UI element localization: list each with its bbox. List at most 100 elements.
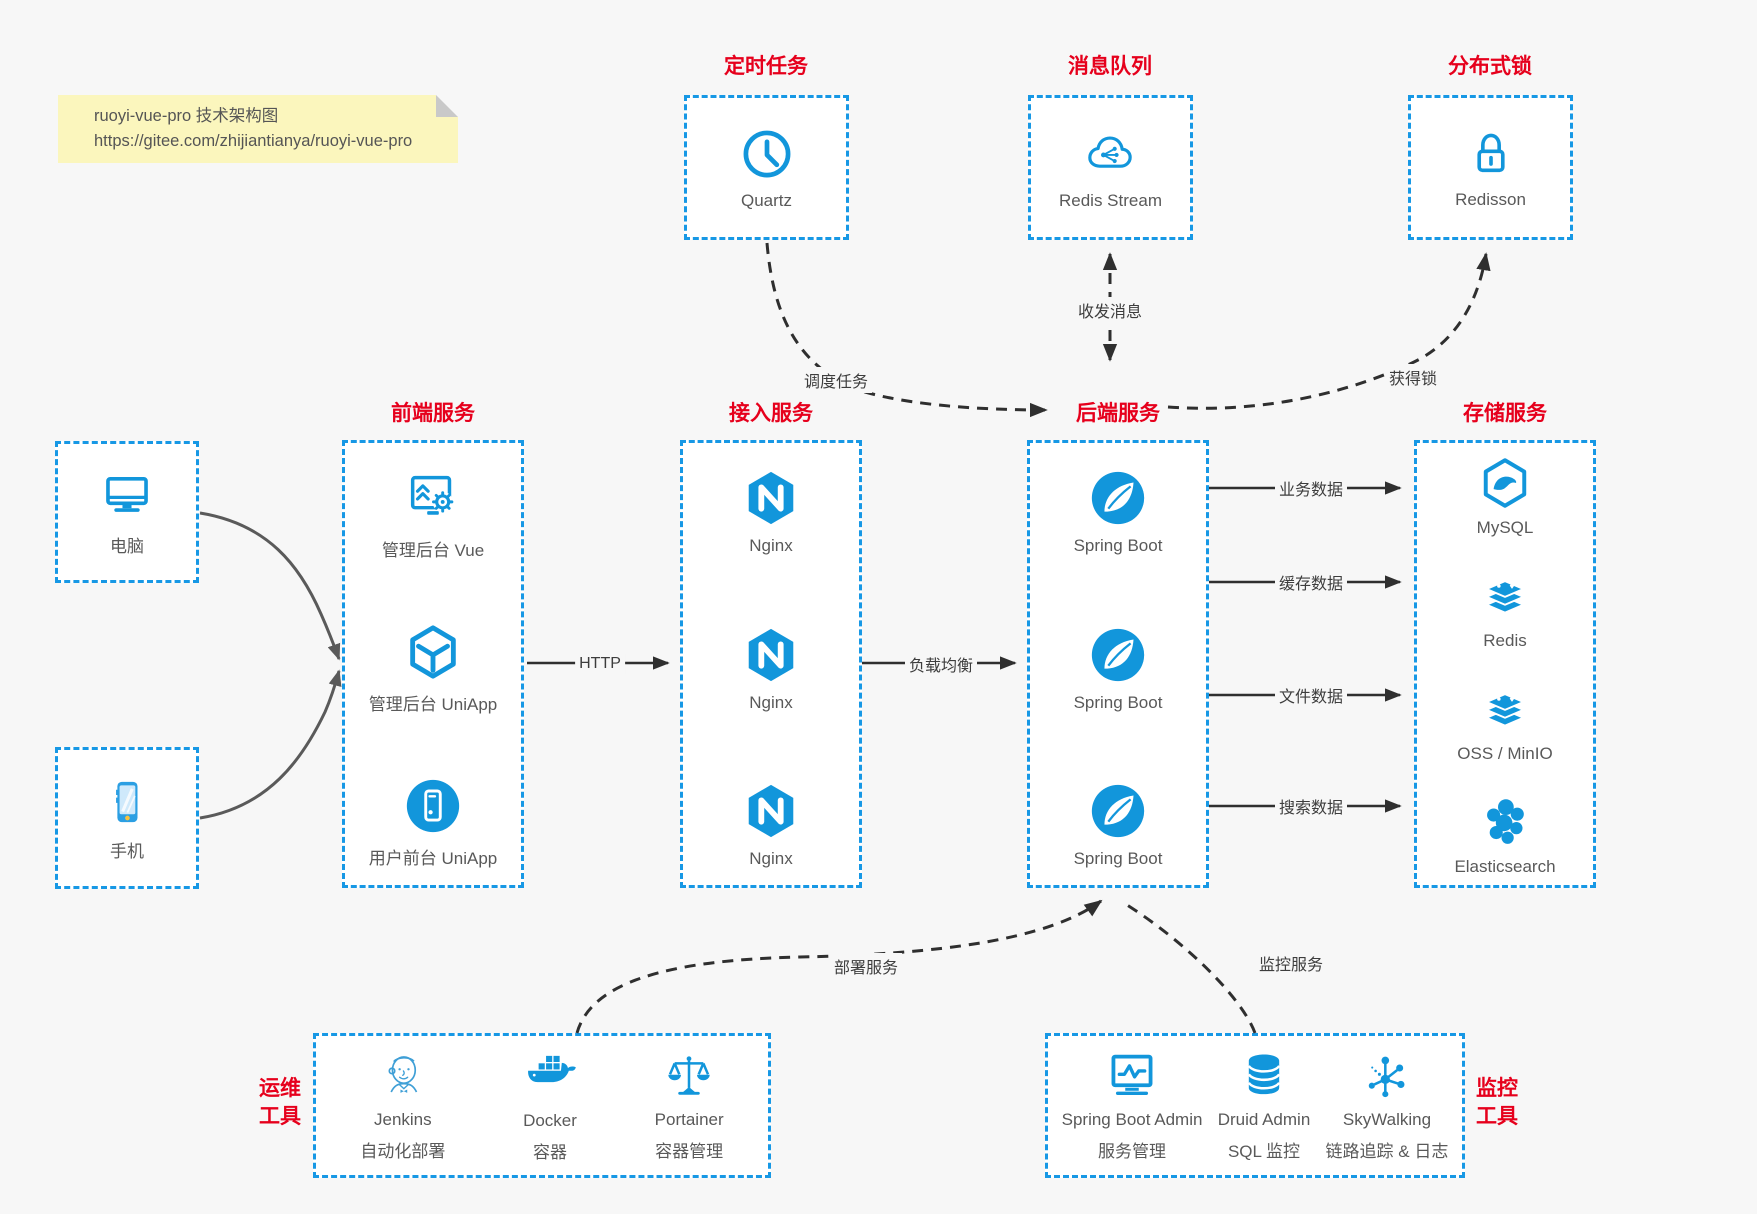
redis-icon (1477, 568, 1533, 624)
edge-label-business-data: 业务数据 (1274, 475, 1348, 501)
lock-icon (1462, 125, 1520, 183)
edge-monitor-service (1123, 901, 1257, 1034)
admin-vue-item: 管理后台 Vue (382, 467, 484, 561)
druid-sublabel: SQL 监控 (1227, 1142, 1301, 1161)
docker-sublabel: 容器 (533, 1143, 567, 1162)
portainer-icon (662, 1049, 716, 1103)
nginx-item-2: Nginx (740, 624, 802, 713)
nginx-label-3: Nginx (749, 849, 793, 868)
quartz-box: Quartz (684, 95, 849, 240)
edge-label-send-receive-message: 收发消息 (1073, 297, 1147, 323)
user-uniapp-item: 用户前台 UniApp (369, 775, 497, 869)
group-title-distributed-lock: 分布式锁 (1448, 55, 1532, 78)
druid-icon (1237, 1049, 1291, 1103)
druid-item: Druid Admin SQL 监控 (1217, 1049, 1311, 1162)
spring-boot-label-2: Spring Boot (1073, 692, 1163, 712)
edge-label-file-data: 文件数据 (1274, 682, 1348, 708)
desktop-client-box: 电脑 (55, 441, 199, 583)
jenkins-label: Jenkins (374, 1110, 432, 1129)
phone-client-label: 手机 (110, 842, 144, 861)
desktop-icon (98, 467, 156, 525)
edge-label-deploy-service: 部署服务 (829, 953, 903, 979)
edge-label-acquire-lock: 获得锁 (1384, 364, 1442, 390)
skywalking-icon (1360, 1049, 1414, 1103)
docker-icon (522, 1048, 578, 1104)
edge-label-cache-data: 缓存数据 (1274, 569, 1348, 595)
portainer-sublabel: 容器管理 (655, 1142, 724, 1161)
edge-label-load-balance: 负载均衡 (904, 651, 978, 677)
redisson-box: Redisson (1408, 95, 1573, 240)
edge-label-monitor-service: 监控服务 (1254, 950, 1328, 976)
edge-label-search-data: 搜索数据 (1274, 793, 1348, 819)
redis-stream-box: Redis Stream (1028, 95, 1193, 240)
nginx-item-3: Nginx (740, 780, 802, 869)
spring-boot-label-1: Spring Boot (1073, 536, 1163, 555)
spring-boot-item-1: Spring Boot (1073, 467, 1163, 556)
redisson-item: Redisson (1455, 125, 1526, 210)
phone-client-box: 手机 (55, 747, 199, 889)
quartz-item: Quartz (737, 124, 797, 211)
spring-boot-admin-label: Spring Boot Admin (1061, 1110, 1203, 1129)
phone-client-item: 手机 (99, 774, 155, 862)
note-url: https://gitee.com/zhijiantianya/ruoyi-vu… (94, 132, 413, 150)
elasticsearch-icon (1477, 794, 1533, 850)
cloud-message-icon (1079, 124, 1141, 184)
user-app-icon (402, 775, 464, 837)
clock-icon (737, 124, 797, 184)
admin-uniapp-label: 管理后台 UniApp (368, 695, 498, 714)
edge-phone-to-frontend (199, 669, 342, 820)
monitor-tools-box: Spring Boot Admin 服务管理 Druid Admin SQL 监… (1045, 1033, 1465, 1178)
gateway-column-box: Nginx Nginx Nginx (680, 440, 862, 888)
nginx-icon (740, 467, 802, 529)
user-uniapp-label: 用户前台 UniApp (368, 849, 498, 868)
nginx-label-1: Nginx (749, 536, 793, 555)
backend-column-box: Spring Boot Spring Boot Spring Boot (1027, 440, 1209, 888)
redis-stream-item: Redis Stream (1059, 124, 1162, 211)
elasticsearch-label: Elasticsearch (1454, 857, 1556, 876)
sticky-note: ruoyi-vue-pro 技术架构图 https://gitee.com/zh… (58, 95, 458, 163)
jenkins-item: Jenkins 自动化部署 (360, 1049, 445, 1162)
group-title-scheduled-task: 定时任务 (724, 55, 808, 78)
oss-minio-item: OSS / MinIO (1457, 681, 1553, 764)
druid-label: Druid Admin (1217, 1110, 1311, 1129)
jenkins-icon (376, 1049, 430, 1103)
uniapp-cube-icon (402, 621, 464, 683)
desktop-client-label: 电脑 (110, 537, 144, 556)
skywalking-item: SkyWalking 链路追踪 & 日志 (1325, 1049, 1449, 1162)
ops-tools-box: Jenkins 自动化部署 Docker 容器 (313, 1033, 771, 1178)
spring-boot-icon (1087, 467, 1149, 529)
jenkins-sublabel: 自动化部署 (360, 1142, 446, 1161)
skywalking-sublabel: 链路追踪 & 日志 (1325, 1142, 1449, 1161)
oss-minio-label: OSS / MinIO (1457, 744, 1553, 763)
spring-boot-item-3: Spring Boot (1073, 780, 1163, 869)
edge-label-http: HTTP (575, 654, 625, 674)
docker-item: Docker 容器 (522, 1048, 578, 1163)
spring-boot-icon (1087, 624, 1149, 686)
spring-boot-admin-sublabel: 服务管理 (1098, 1142, 1167, 1161)
nginx-icon (740, 780, 802, 842)
redisson-label: Redisson (1455, 190, 1526, 209)
spring-boot-icon (1087, 780, 1149, 842)
spring-boot-item-2: Spring Boot (1073, 624, 1163, 713)
frontend-column-box: 管理后台 Vue 管理后台 UniApp 用户前台 UniApp (342, 440, 524, 888)
column-title-backend: 后端服务 (1076, 402, 1160, 425)
mysql-label: MySQL (1476, 518, 1534, 537)
column-title-storage: 存储服务 (1463, 402, 1547, 425)
skywalking-label: SkyWalking (1342, 1110, 1432, 1129)
portainer-item: Portainer 容器管理 (655, 1049, 724, 1162)
portainer-label: Portainer (654, 1110, 724, 1129)
admin-uniapp-item: 管理后台 UniApp (369, 621, 497, 715)
spring-boot-label-3: Spring Boot (1073, 849, 1163, 868)
desktop-client-item: 电脑 (98, 467, 156, 557)
quartz-label: Quartz (740, 191, 793, 210)
storage-stack-icon (1477, 681, 1533, 737)
smartphone-icon (99, 774, 155, 830)
admin-vue-icon (402, 467, 464, 529)
mysql-item: MySQL (1476, 455, 1534, 538)
mysql-icon (1477, 455, 1533, 511)
edge-label-schedule-task: 调度任务 (799, 367, 873, 393)
redis-label: Redis (1483, 631, 1527, 650)
storage-column-box: MySQL Redis (1414, 440, 1596, 888)
column-title-frontend: 前端服务 (391, 402, 475, 425)
